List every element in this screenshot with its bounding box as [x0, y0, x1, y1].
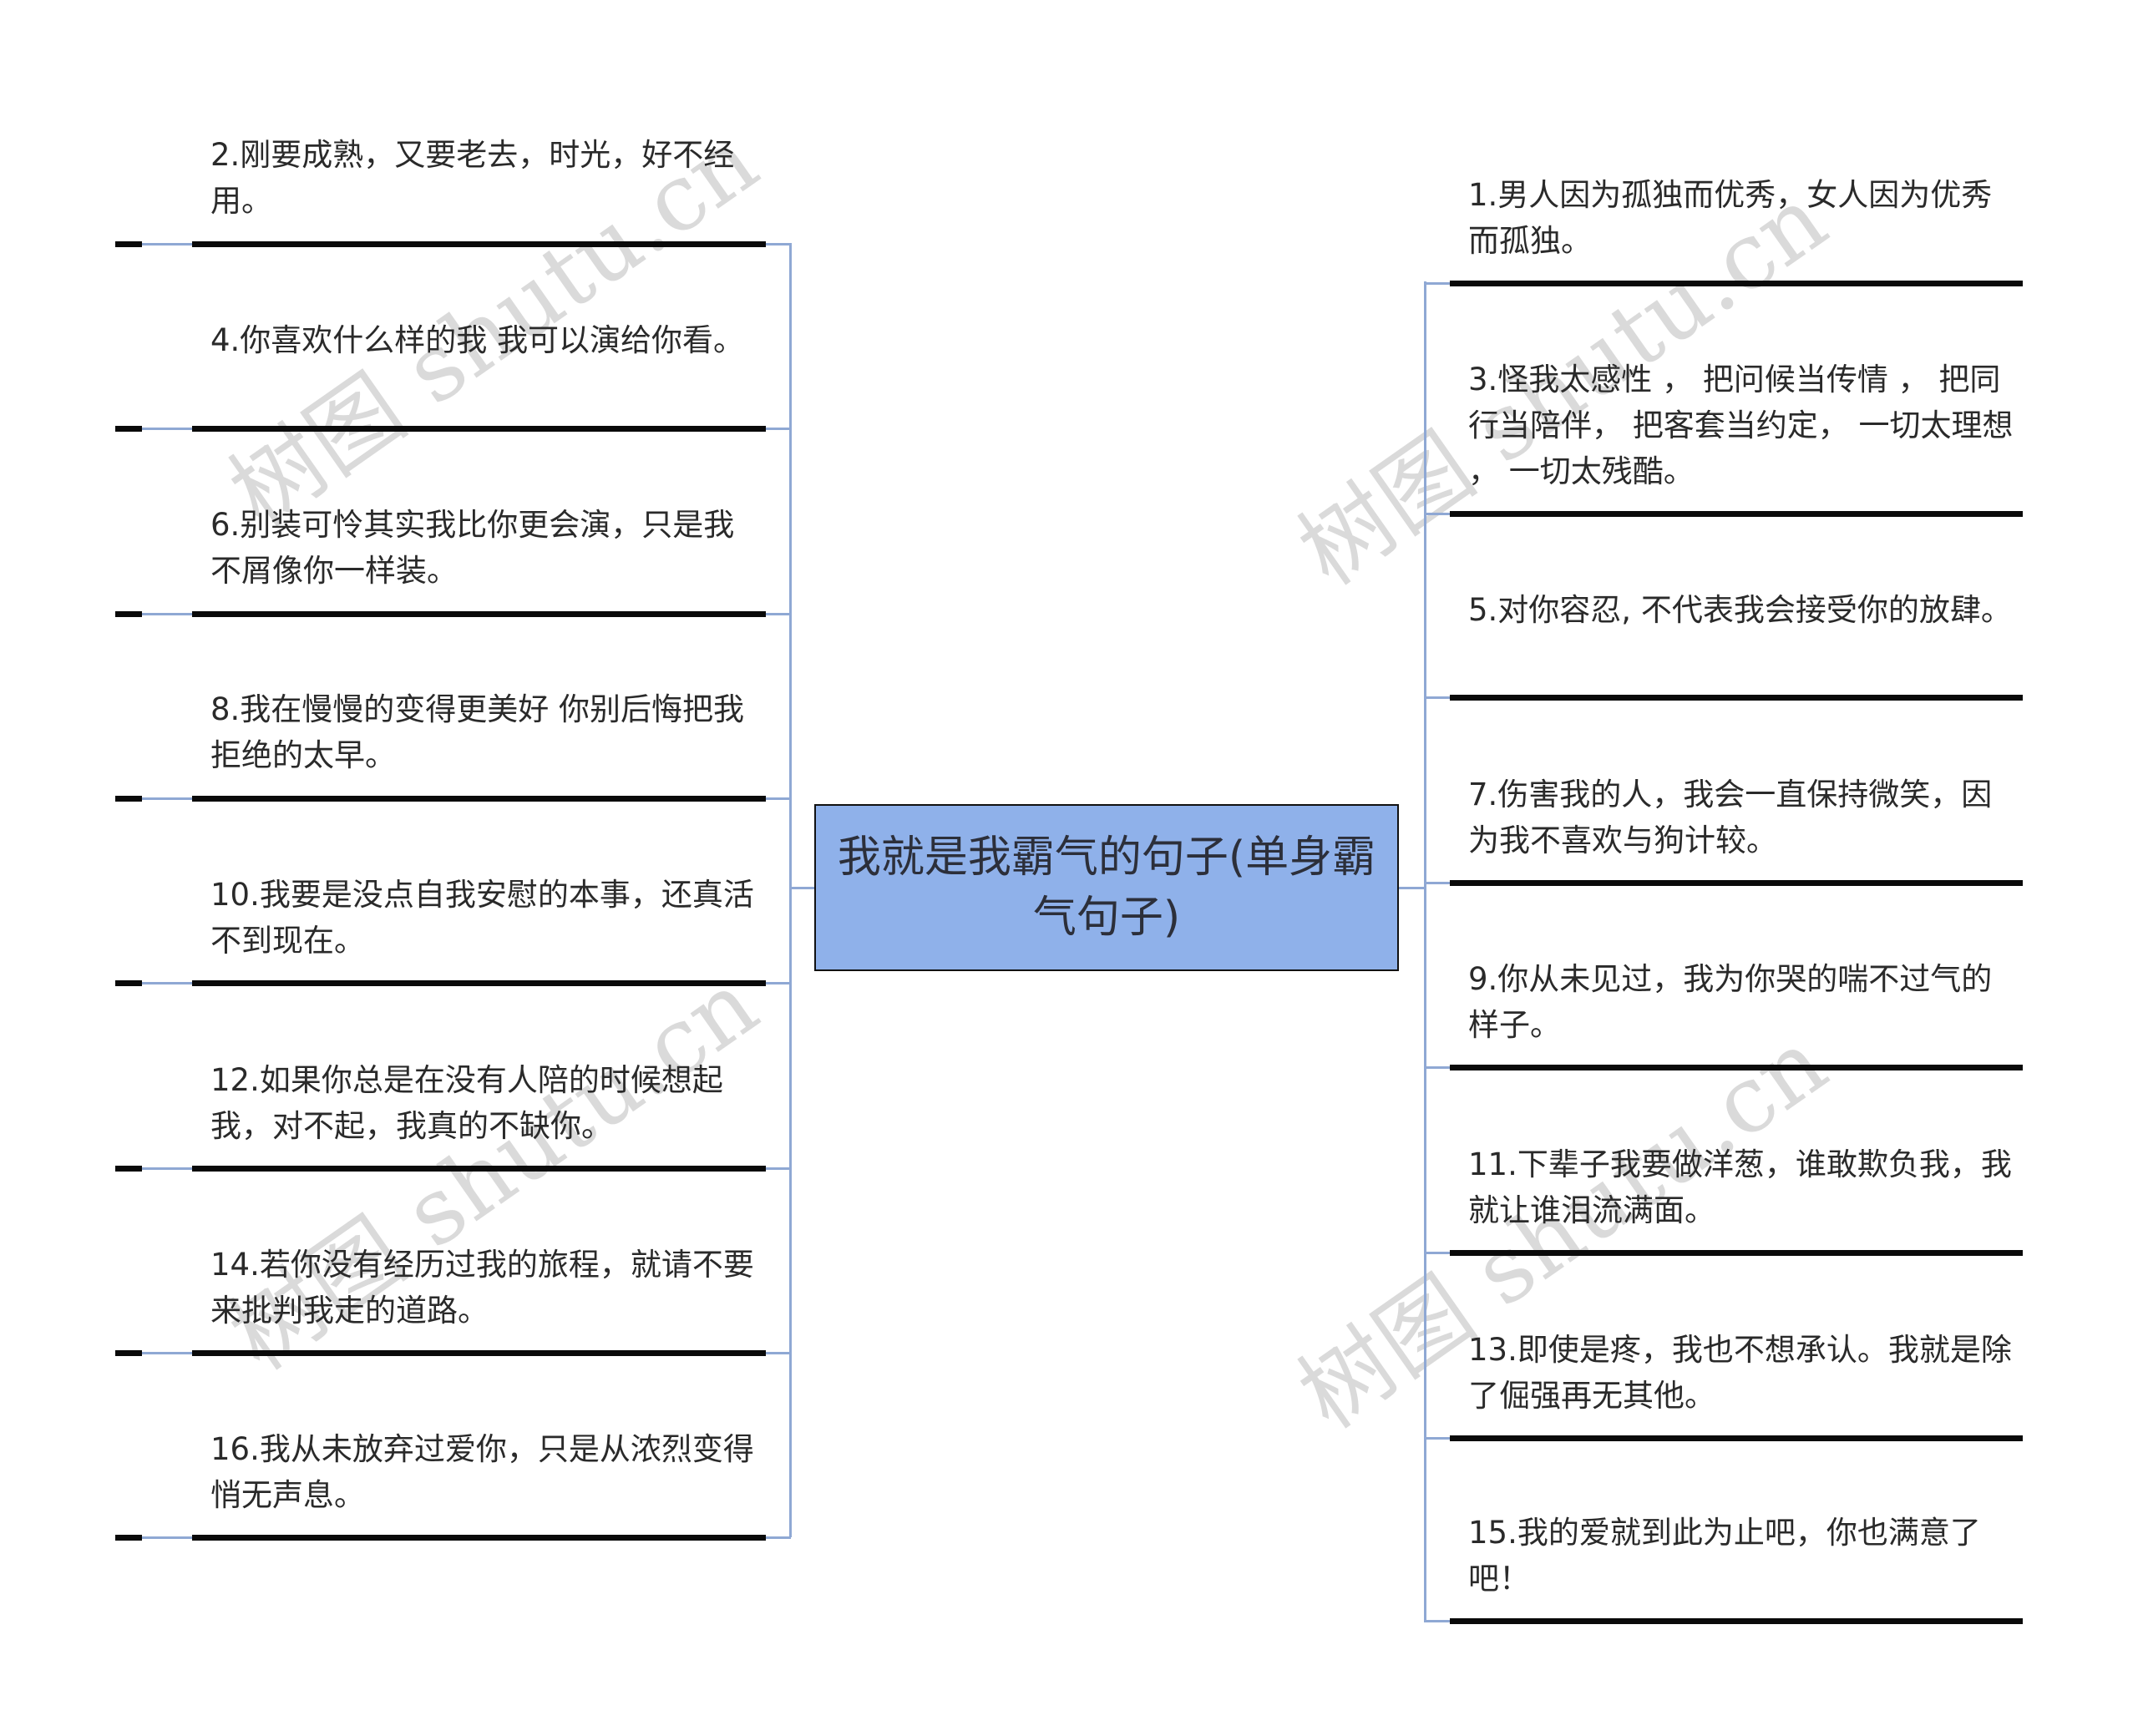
node-underline [192, 1166, 766, 1172]
node-trunk-link [766, 1352, 791, 1354]
node-underline [192, 241, 766, 247]
node-link [142, 982, 192, 984]
node-text: 15.我的爱就到此为止吧，你也满意了吧！ [1468, 1515, 1981, 1597]
node-link [142, 1536, 192, 1539]
node-stub [115, 1350, 142, 1356]
node-stub [115, 1535, 142, 1541]
node-text: 9.你从未见过，我为你哭的喘不过气的样子。 [1468, 961, 1993, 1043]
node-trunk-link [1424, 1066, 1450, 1069]
node-stub [115, 611, 142, 617]
node-underline [192, 1350, 766, 1356]
node-underline [1450, 1435, 2023, 1441]
right-connector-trunk [1424, 281, 1426, 1622]
node-text: 12.如果你总是在没有人陪的时候想起我，对不起，我真的不缺你。 [210, 1062, 723, 1144]
node-underline [192, 980, 766, 986]
node-underline [1450, 511, 2023, 517]
node-underline [1450, 695, 2023, 701]
node-trunk-link [766, 613, 791, 615]
node-underline [1450, 880, 2023, 886]
node-trunk-link [1424, 282, 1450, 285]
node-link [142, 613, 192, 615]
node-trunk-link [766, 1167, 791, 1170]
node-text: 6.别装可怜其实我比你更会演，只是我不屑像你一样装。 [210, 507, 735, 589]
node-underline [192, 796, 766, 802]
node-text: 4.你喜欢什么样的我 我可以演给你看。 [210, 322, 745, 358]
node-trunk-link [1424, 882, 1450, 884]
node-trunk-link [1424, 1620, 1450, 1622]
node-stub [115, 980, 142, 986]
node-underline [1450, 281, 2023, 286]
node-trunk-link [1424, 696, 1450, 699]
node-trunk-link [1424, 1437, 1450, 1440]
root-topic-label: 我就是我霸气的句子(单身霸气句子) [837, 833, 1376, 943]
node-link [142, 428, 192, 430]
node-stub [115, 426, 142, 432]
node-link [142, 1167, 192, 1170]
node-underline [192, 611, 766, 617]
node-link [142, 797, 192, 800]
node-underline [1450, 1618, 2023, 1624]
node-text: 8.我在慢慢的变得更美好 你别后悔把我拒绝的太早。 [210, 691, 745, 773]
node-text: 13.即使是疼，我也不想承认。我就是除了倔强再无其他。 [1468, 1332, 2012, 1414]
node-text: 5.对你容忍, 不代表我会接受你的放肆。 [1468, 592, 2012, 628]
node-text: 3.怪我太感性 ， 把问候当传情 ， 把同行当陪伴， 把客套当约定， 一切太理想… [1468, 362, 2024, 489]
node-text: 10.我要是没点自我安慰的本事，还真活不到现在。 [210, 877, 754, 959]
node-underline [192, 1535, 766, 1541]
node-underline [1450, 1065, 2023, 1070]
node-link [142, 243, 192, 245]
node-stub [115, 241, 142, 247]
left-connector-trunk [789, 243, 792, 1537]
node-underline [1450, 1250, 2023, 1256]
root-left-connector [789, 887, 815, 889]
node-text: 14.若你没有经历过我的旅程，就请不要来批判我走的道路。 [210, 1247, 754, 1329]
node-stub [115, 796, 142, 802]
node-trunk-link [766, 1536, 791, 1539]
node-trunk-link [766, 243, 791, 245]
node-trunk-link [766, 982, 791, 984]
node-trunk-link [1424, 1252, 1450, 1254]
node-link [142, 1352, 192, 1354]
node-trunk-link [766, 428, 791, 430]
root-right-connector [1399, 887, 1425, 889]
node-text: 1.男人因为孤独而优秀，女人因为优秀而孤独。 [1468, 177, 1993, 259]
node-text: 11.下辈子我要做洋葱，谁敢欺负我，我就让谁泪流满面。 [1468, 1146, 2012, 1228]
node-underline [192, 426, 766, 432]
node-text: 7.伤害我的人，我会一直保持微笑，因为我不喜欢与狗计较。 [1468, 777, 1993, 858]
node-trunk-link [766, 797, 791, 800]
node-stub [115, 1166, 142, 1172]
root-topic-node[interactable]: 我就是我霸气的句子(单身霸气句子) [814, 804, 1399, 971]
node-text: 16.我从未放弃过爱你，只是从浓烈变得悄无声息。 [210, 1431, 754, 1513]
node-text: 2.刚要成熟，又要老去，时光，好不经用。 [210, 137, 735, 219]
node-trunk-link [1424, 513, 1450, 515]
